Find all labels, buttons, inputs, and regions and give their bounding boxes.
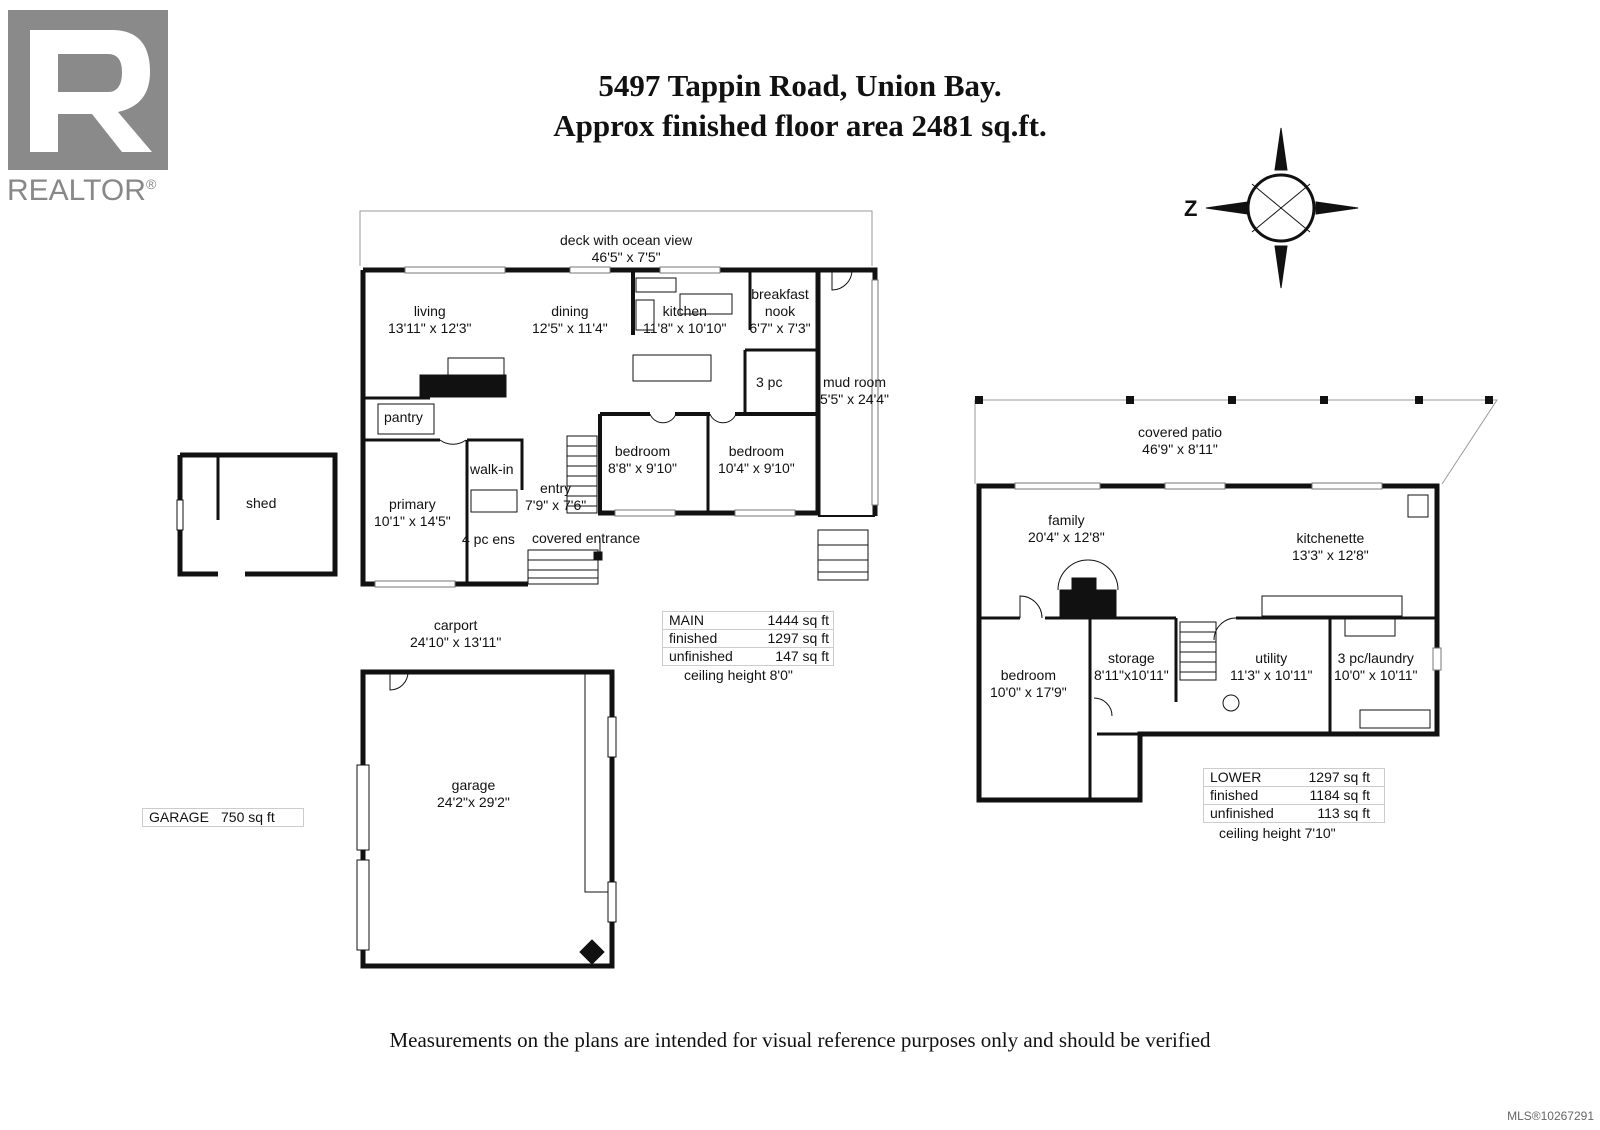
- area-value: 1297 sq ft: [1308, 769, 1371, 785]
- compass-north-label: Z: [1184, 196, 1198, 221]
- area-row: finished 1184 sq ft: [1204, 787, 1384, 805]
- room-label-4pc-ens: 4 pc ens: [462, 531, 515, 547]
- garage-walls: [356, 669, 617, 969]
- room-label-shed: shed: [246, 495, 277, 511]
- lower-floor-walls: [974, 396, 1498, 803]
- area-key: unfinished: [1210, 805, 1274, 821]
- area-key: unfinished: [669, 648, 733, 664]
- realtor-logo-icon: [8, 10, 168, 170]
- page-title: 5497 Tappin Road, Union Bay.: [598, 68, 1002, 103]
- compass-icon: [1205, 127, 1359, 289]
- main-floor-walls: [359, 210, 879, 588]
- area-value: 750 sq ft: [221, 809, 275, 825]
- room-label-covered-entrance: covered entrance: [532, 530, 641, 546]
- page-subtitle: Approx finished floor area 2481 sq.ft.: [553, 108, 1047, 143]
- area-row: GARAGE 750 sq ft: [143, 809, 303, 827]
- area-key: MAIN: [669, 612, 704, 628]
- lower-area-table: LOWER 1297 sq ft finished 1184 sq ft unfin…: [1203, 768, 1385, 823]
- area-key: finished: [1210, 787, 1259, 803]
- garage-area-table: GARAGE 750 sq ft: [142, 808, 304, 827]
- area-row: unfinished 113 sq ft: [1204, 805, 1384, 823]
- disclaimer-text: Measurements on the plans are intended f…: [389, 1028, 1211, 1052]
- area-row: finished 1297 sq ft: [663, 630, 833, 648]
- area-value: 1297 sq ft: [767, 630, 830, 646]
- area-value: 1184 sq ft: [1309, 787, 1370, 803]
- mls-number: MLS®10267291: [1507, 1109, 1594, 1123]
- area-value: 113 sq ft: [1317, 805, 1370, 821]
- main-ceiling-height: ceiling height 8'0": [684, 667, 793, 683]
- lower-ceiling-height: ceiling height 7'10": [1219, 825, 1336, 841]
- realtor-wordmark: REALTOR®: [7, 174, 157, 207]
- room-label-walk-in: walk-in: [470, 461, 514, 477]
- area-row: LOWER 1297 sq ft: [1204, 769, 1384, 787]
- area-key: GARAGE: [149, 809, 209, 825]
- room-label-3pc: 3 pc: [756, 374, 783, 390]
- area-key: LOWER: [1210, 769, 1262, 785]
- area-key: finished: [669, 630, 718, 646]
- area-row: unfinished 147 sq ft: [663, 648, 833, 666]
- main-area-table: MAIN 1444 sq ft finished 1297 sq ft unfini…: [662, 611, 834, 666]
- shed-walls: [176, 452, 338, 577]
- room-label-pantry: pantry: [384, 409, 423, 425]
- area-row: MAIN 1444 sq ft: [663, 612, 833, 630]
- area-value: 1444 sq ft: [767, 612, 830, 628]
- area-value: 147 sq ft: [775, 648, 829, 664]
